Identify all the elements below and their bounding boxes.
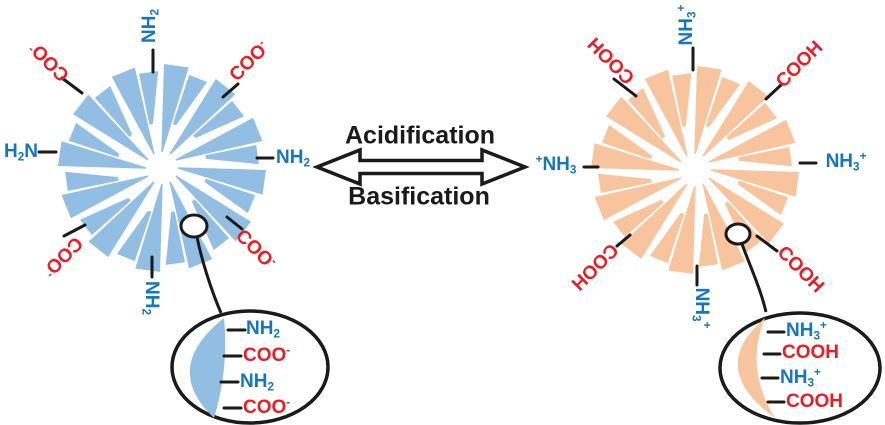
basification-label: Basification <box>348 182 490 211</box>
left-inset-carboxyl-label-2: COO- <box>243 395 291 418</box>
particle-wedge <box>738 147 792 167</box>
left-bottom-amine-label: NH2 <box>139 281 163 315</box>
particle-wedge <box>591 143 679 171</box>
particle-wedge <box>737 180 789 216</box>
particle-wedge <box>668 186 696 274</box>
particle-wedge <box>726 102 777 141</box>
particle-wedge <box>649 212 685 264</box>
particle-wedge <box>594 177 682 221</box>
particle-wedge <box>601 124 653 160</box>
connector-line <box>764 83 783 101</box>
right-bottom-ammonium-label: NH3+ <box>689 287 714 329</box>
connector-line <box>615 233 632 248</box>
right-particle-wedges <box>591 66 799 274</box>
left-inset-amine-label-1: NH2 <box>246 317 280 341</box>
particle-wedge <box>204 178 256 214</box>
left-particle-connectors <box>37 48 275 279</box>
particle-wedge <box>621 183 688 259</box>
particle-wedge <box>172 74 208 126</box>
particle-wedge <box>88 181 155 257</box>
particle-wedge <box>94 86 133 137</box>
particle-wedge <box>613 199 664 238</box>
right-inset-dashes <box>760 330 786 404</box>
particle-wedge <box>139 71 159 125</box>
particle-wedge <box>694 66 722 154</box>
left-inset-amine-label-2: NH2 <box>240 370 274 394</box>
right-particle-connectors <box>582 46 818 287</box>
left-particle-wedges <box>58 64 266 272</box>
particle-wedge <box>73 94 149 161</box>
particle-wedge <box>175 175 251 242</box>
left-magnifier-curve <box>195 236 223 314</box>
right-magnifier-curve <box>740 243 768 313</box>
particle-wedge <box>161 64 189 152</box>
connector-line <box>755 234 779 253</box>
particle-wedge <box>175 117 263 161</box>
particle-wedge <box>672 73 692 127</box>
particle-wedge <box>116 210 152 262</box>
left-inset-carboxyl-label-1: COO- <box>243 343 291 366</box>
connector-line <box>60 76 84 95</box>
particle-wedge <box>708 177 784 244</box>
particle-wedge <box>598 173 652 193</box>
particle-wedge <box>191 199 230 250</box>
connector-line <box>612 77 638 98</box>
right-east-ammonium-label: NH3+ <box>825 149 867 174</box>
particle-wedge <box>178 167 266 195</box>
left-top-amine-label: NH2 <box>138 9 162 43</box>
particle-wedge <box>111 67 155 155</box>
particle-wedge <box>58 141 146 169</box>
connector-line <box>225 215 244 231</box>
right-inset-carboxyl-label-2: COOH <box>786 390 843 412</box>
particle-wedge <box>698 213 718 267</box>
right-inset-ammonium-label-2: NH3+ <box>780 365 821 390</box>
left-inset-crescent <box>189 318 226 418</box>
right-magnifier-circle <box>724 222 752 246</box>
particle-wedge <box>61 175 149 219</box>
particle-wedge <box>708 119 796 163</box>
particle-wedge <box>705 76 741 128</box>
particle-wedge <box>702 183 746 271</box>
particle-wedge <box>606 96 682 163</box>
acidification-label: Acidification <box>344 121 496 150</box>
particle-wedge <box>627 88 666 139</box>
particle-wedge <box>165 211 185 265</box>
right-inset-crescent <box>737 318 775 418</box>
left-west-amine-label: H2N <box>3 140 39 164</box>
right-inset-carboxyl-label-1: COOH <box>782 341 839 363</box>
particle-wedge <box>205 145 259 165</box>
particle-wedge <box>135 184 163 272</box>
particle-wedge <box>68 122 120 158</box>
particle-wedge <box>80 197 131 236</box>
particle-wedge <box>711 169 799 197</box>
right-inset-ammonium-label-1: NH3+ <box>786 318 827 343</box>
left-east-amine-label: NH2 <box>276 146 310 170</box>
left-inset-dashes <box>219 328 247 410</box>
connector-line <box>62 223 87 238</box>
connector-line <box>221 82 240 99</box>
particle-wedge <box>65 171 119 191</box>
equilibrium-double-arrow <box>312 147 530 187</box>
right-top-ammonium-label: NH3+ <box>674 4 699 46</box>
particle-wedge <box>169 79 236 155</box>
right-west-ammonium-label: +NH3 <box>535 152 577 177</box>
particle-wedge <box>702 81 769 157</box>
particle-wedge <box>193 100 244 139</box>
left-magnifier-circle <box>179 213 209 239</box>
particle-wedge <box>644 69 688 157</box>
